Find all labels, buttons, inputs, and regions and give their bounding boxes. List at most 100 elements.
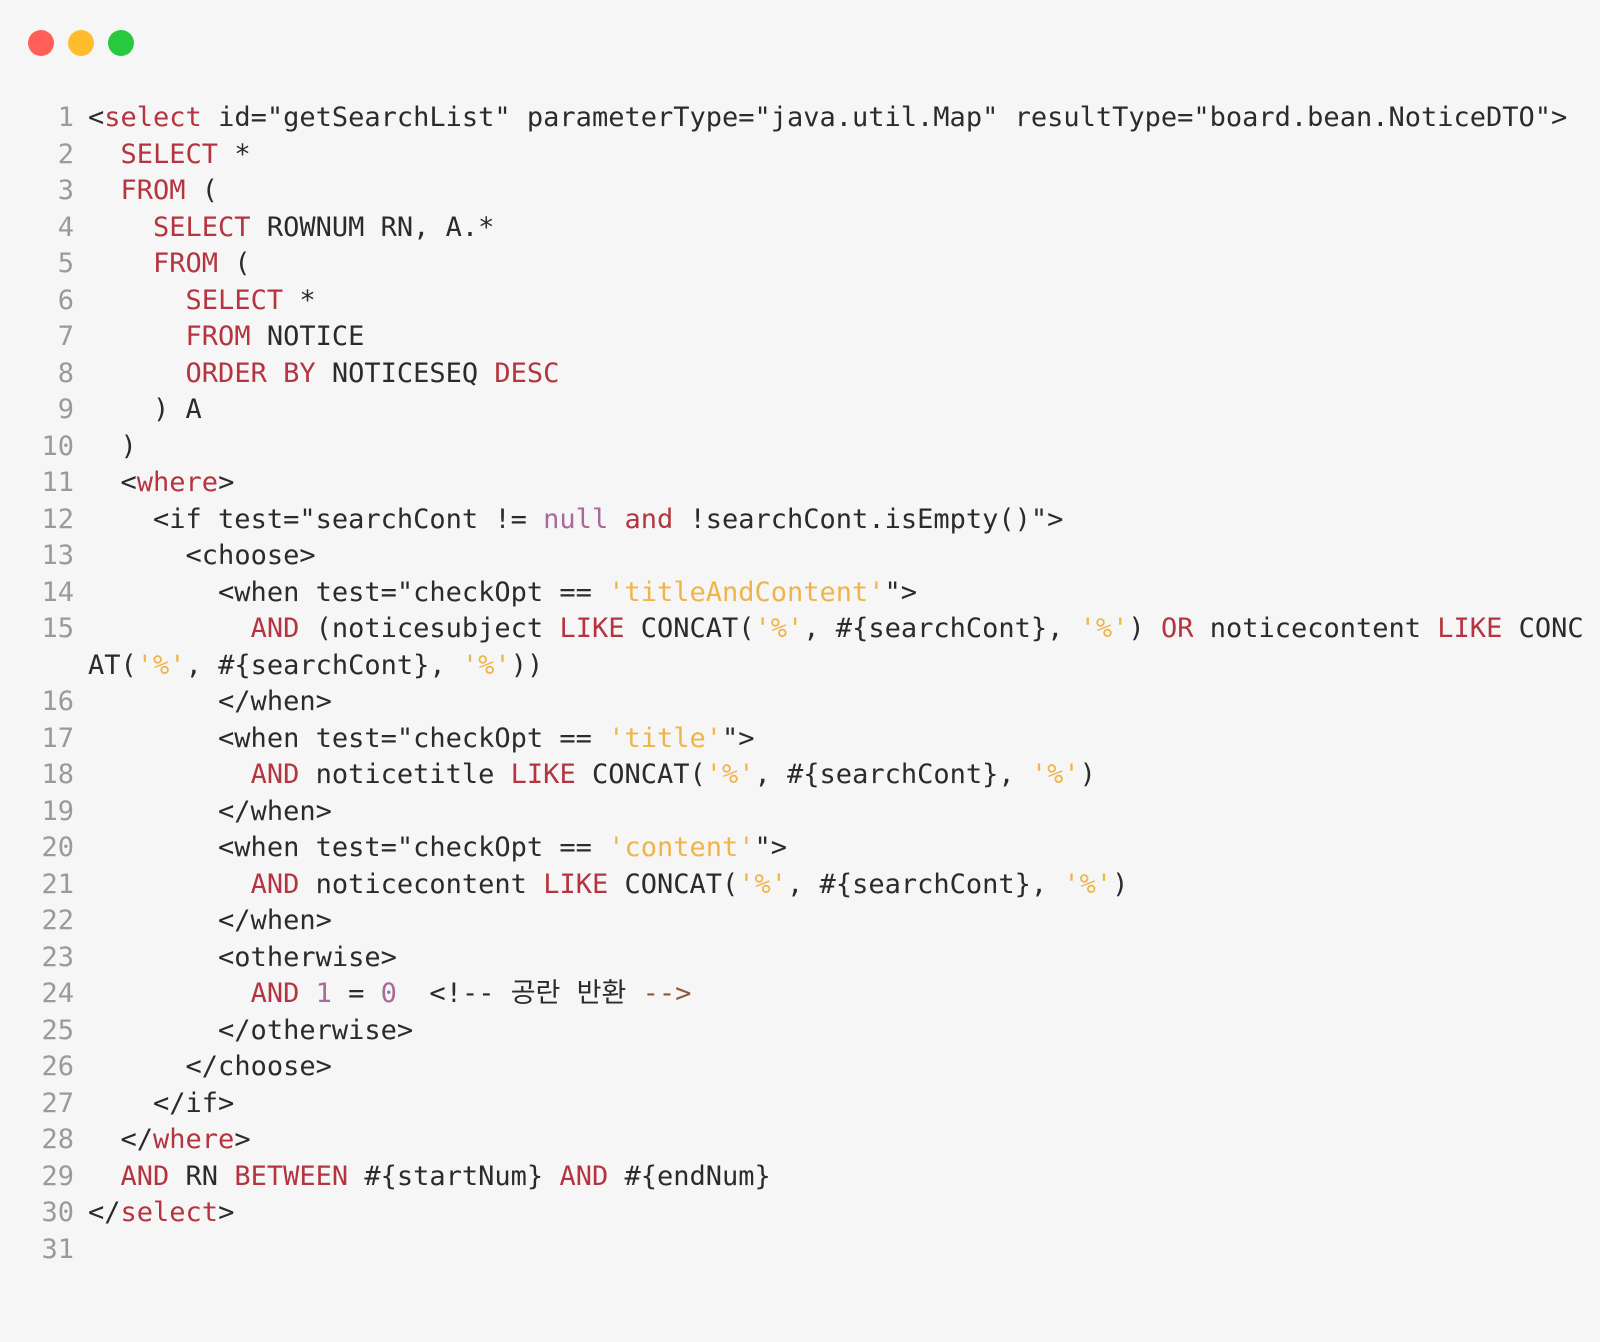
line-content: <when test="checkOpt == 'titleAndContent… xyxy=(88,575,1585,612)
code-token: < xyxy=(88,467,137,498)
code-token: AND xyxy=(250,759,300,790)
code-token xyxy=(88,358,186,389)
code-token: , #{searchCont}, xyxy=(754,759,1031,790)
code-token: * xyxy=(283,284,316,316)
code-token: ROWNUM RN, A.* xyxy=(250,211,495,243)
code-token: '%' xyxy=(136,649,186,681)
code-token: ( xyxy=(218,248,251,279)
code-token: '%' xyxy=(705,759,755,790)
line-number: 24 xyxy=(41,978,74,1009)
code-token: (noticesubject xyxy=(299,613,560,644)
line-number: 8 xyxy=(57,357,74,389)
code-line: 8 ORDER BY NOTICESEQ DESC xyxy=(40,356,1585,393)
code-token: RN xyxy=(169,1160,235,1192)
line-number: 11 xyxy=(41,467,74,498)
code-token xyxy=(299,978,315,1009)
code-token: 1 xyxy=(315,978,332,1009)
line-content: AND RN BETWEEN #{startNum} AND #{endNum} xyxy=(88,1159,1585,1196)
code-token: AND xyxy=(250,613,300,644)
code-token: !searchCont.isEmpty()"> xyxy=(673,503,1064,535)
code-line: 31 xyxy=(40,1232,1585,1269)
line-content: </when> xyxy=(88,794,1585,831)
code-line: 20 <when test="checkOpt == 'content'"> xyxy=(40,830,1585,867)
code-token: </ xyxy=(88,1197,121,1228)
code-token: select xyxy=(104,102,202,133)
code-token: </if> xyxy=(88,1087,235,1119)
code-token: </when> xyxy=(88,795,332,827)
close-button[interactable] xyxy=(28,30,54,56)
code-token: ) xyxy=(1079,759,1096,790)
code-token xyxy=(88,248,153,279)
line-content: <otherwise> xyxy=(88,940,1585,977)
code-line: 11 <where> xyxy=(40,465,1585,502)
code-token: ) A xyxy=(88,394,202,425)
code-token: '%' xyxy=(1079,613,1129,644)
code-token: NOTICE xyxy=(250,321,365,352)
code-token: '%' xyxy=(738,868,788,900)
line-number: 14 xyxy=(41,576,74,608)
code-token: '%' xyxy=(1063,868,1113,900)
code-line: 28 </where> xyxy=(40,1122,1585,1159)
code-token: --> xyxy=(642,978,692,1009)
code-line: 10 ) xyxy=(40,429,1585,466)
line-number: 9 xyxy=(57,394,74,425)
code-token xyxy=(88,869,251,900)
code-token: ) xyxy=(88,430,137,462)
line-number: 3 xyxy=(57,175,74,206)
code-token: > xyxy=(234,1124,251,1155)
code-token: CONCAT( xyxy=(575,759,706,790)
code-token: id="getSearchList" parameterType="java.u… xyxy=(201,102,1568,133)
code-token: AND xyxy=(250,978,300,1009)
line-number: 5 xyxy=(57,248,74,279)
code-line: 7 FROM NOTICE xyxy=(40,319,1585,356)
code-token: ( xyxy=(185,175,219,206)
code-token: SELECT xyxy=(153,211,251,243)
zoom-button[interactable] xyxy=(108,30,134,56)
line-number: 21 xyxy=(41,868,74,900)
code-token: 'titleAndContent' xyxy=(608,576,885,608)
code-token xyxy=(88,321,186,352)
line-content: ORDER BY NOTICESEQ DESC xyxy=(88,356,1585,393)
code-token: </ xyxy=(88,1124,154,1155)
code-token: AND xyxy=(120,1160,170,1192)
line-number: 27 xyxy=(41,1087,74,1119)
code-token: and xyxy=(624,503,674,535)
minimize-button[interactable] xyxy=(68,30,94,56)
code-token: AND xyxy=(250,868,300,900)
window-controls xyxy=(28,30,134,56)
code-token: where xyxy=(153,1124,235,1155)
code-line: 5 FROM ( xyxy=(40,246,1585,283)
code-token: ) xyxy=(1112,868,1129,900)
line-content: FROM ( xyxy=(88,173,1585,210)
code-token: <when test="checkOpt == xyxy=(88,832,609,863)
line-number: 28 xyxy=(41,1124,74,1155)
line-number: 13 xyxy=(41,540,74,571)
code-token: NOTICESEQ xyxy=(315,357,495,389)
code-token: SELECT xyxy=(185,284,284,316)
line-number: 15 xyxy=(41,613,74,644)
line-number: 6 xyxy=(57,284,74,316)
code-token: OR xyxy=(1160,613,1194,644)
code-token: ) xyxy=(1128,613,1161,644)
code-token: <when test="checkOpt == xyxy=(88,576,609,608)
code-token xyxy=(88,1161,121,1192)
line-number: 29 xyxy=(41,1160,74,1192)
code-token: FROM xyxy=(153,248,219,279)
code-token: <otherwise> xyxy=(88,941,397,973)
code-token: <if test="searchCont != xyxy=(88,503,544,535)
code-token: < xyxy=(88,102,105,133)
line-content xyxy=(88,1232,1585,1269)
line-number: 4 xyxy=(57,211,74,243)
code-token: </otherwise> xyxy=(88,1014,414,1046)
line-number: 18 xyxy=(41,759,74,790)
code-token: LIKE xyxy=(559,613,625,644)
line-content: AND (noticesubject LIKE CONCAT('%', #{se… xyxy=(88,611,1585,684)
code-line: 13 <choose> xyxy=(40,538,1585,575)
code-line: 24 AND 1 = 0 <!-- 공란 반환 --> xyxy=(40,976,1585,1013)
line-number: 1 xyxy=(57,102,74,133)
code-token: DESC xyxy=(494,357,560,389)
line-content: <when test="checkOpt == 'content'"> xyxy=(88,830,1585,867)
code-line: 21 AND noticecontent LIKE CONCAT('%', #{… xyxy=(40,867,1585,904)
code-line: 12 <if test="searchCont != null and !sea… xyxy=(40,502,1585,539)
